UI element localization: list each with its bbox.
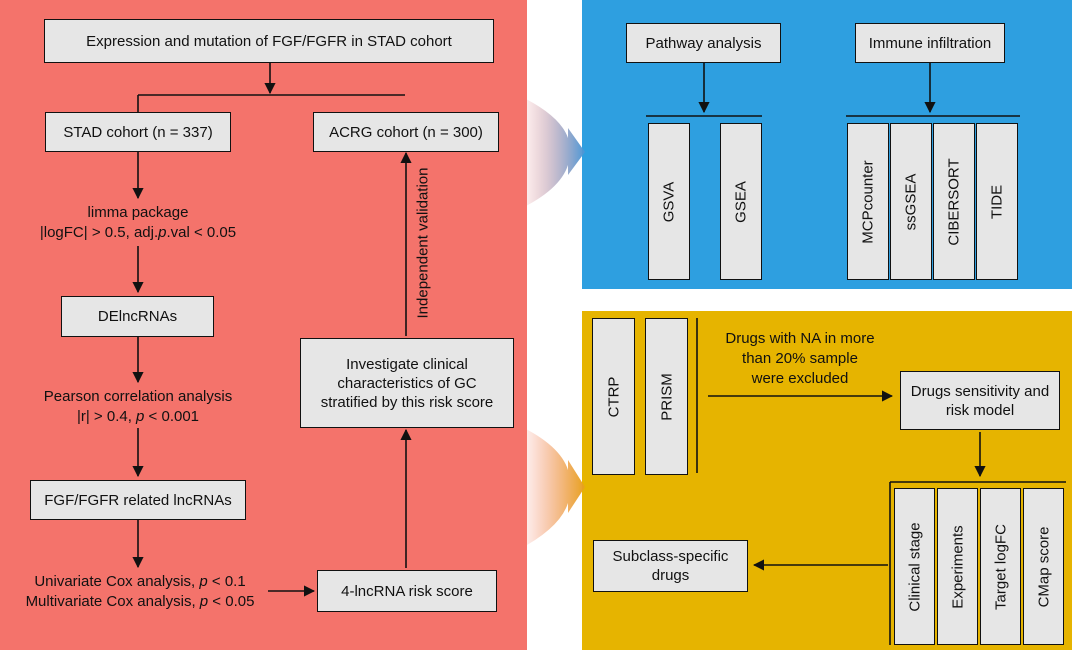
pearson-text: Pearson correlation analysis |r| > 0.4, … [16,387,260,427]
limma-package-text: limma package |logFC| > 0.5, adj.p.val <… [20,203,256,243]
drugs-na-line-1: Drugs with NA in more [725,330,875,347]
independent-validation-label: Independent validation [414,167,432,319]
cmap-score-box: CMap score [1023,488,1064,645]
drugs-na-exclusion-text: Drugs with NA in more than 20% sample we… [705,329,895,389]
multivariate-line: Multivariate Cox analysis, p < 0.05 [25,593,255,610]
target-logfc-box: Target logFC [980,488,1021,645]
prism-box: PRISM [645,318,688,475]
gsva-box: GSVA [648,123,690,280]
delncrnas-box: DElncRNAs [61,296,214,337]
univariate-line: Univariate Cox analysis, p < 0.1 [34,573,246,590]
limma-line-1: limma package [87,204,189,221]
transition-arrow-gold [518,425,585,550]
immune-infiltration-box: Immune infiltration [855,23,1005,63]
subclass-specific-drugs-box: Subclass-specific drugs [593,540,748,592]
ctrp-box: CTRP [592,318,635,475]
risk-score-box: 4-lncRNA risk score [317,570,497,612]
drugs-sensitivity-box: Drugs sensitivity and risk model [900,371,1060,430]
fgf-related-lncrnas-box: FGF/FGFR related lncRNAs [30,480,246,520]
stad-cohort-box: STAD cohort (n = 337) [45,112,231,152]
investigate-box: Investigate clinical characteristics of … [300,338,514,428]
clinical-stage-box: Clinical stage [894,488,935,645]
mcpcounter-box: MCPcounter [847,123,889,280]
transition-arrow-blue [518,95,585,210]
pearson-line-1: Pearson correlation analysis [43,388,233,405]
acrg-cohort-box: ACRG cohort (n = 300) [313,112,499,152]
limma-line-2: |logFC| > 0.5, adj.p.val < 0.05 [39,224,237,241]
cox-analysis-text: Univariate Cox analysis, p < 0.1 Multiva… [12,572,268,612]
drugs-na-line-3: were excluded [751,370,849,387]
experiments-box: Experiments [937,488,978,645]
tide-box: TIDE [976,123,1018,280]
ssgsea-box: ssGSEA [890,123,932,280]
cibersort-box: CIBERSORT [933,123,975,280]
title-box: Expression and mutation of FGF/FGFR in S… [44,19,494,63]
gsea-box: GSEA [720,123,762,280]
drugs-na-line-2: than 20% sample [742,350,858,367]
pathway-analysis-box: Pathway analysis [626,23,781,63]
pearson-line-2: |r| > 0.4, p < 0.001 [76,408,200,425]
